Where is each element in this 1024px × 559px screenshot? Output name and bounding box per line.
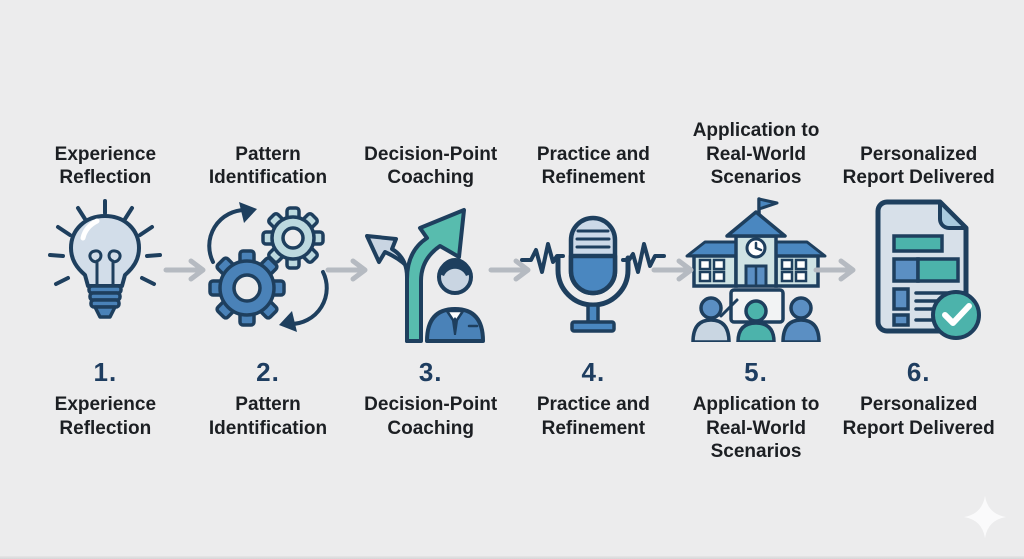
step-4: Practice and Refinement (512, 102, 675, 464)
microphone-waveform-icon (518, 192, 668, 344)
gears-icon (203, 192, 333, 344)
bottom-edge-divider (0, 556, 1024, 559)
step-title: Application to Real-World Scenarios (692, 120, 820, 189)
arrow-right-icon (813, 257, 861, 283)
step-5: Application to Real-World Scenarios (675, 102, 838, 464)
report-checkmark-icon (854, 192, 984, 344)
school-presentation-icon (681, 192, 831, 344)
fork-arrows-person-icon (363, 192, 498, 344)
step-6: Personalized Report Delivered (837, 102, 1000, 464)
step-number: 5. (744, 357, 768, 387)
step-number: 6. (906, 357, 931, 387)
step-3: Decision-Point Coaching 3. Decision-Poin… (349, 102, 512, 464)
step-label: Experience Reflection (54, 394, 157, 439)
arrow-right-icon (651, 257, 699, 283)
step-title: Experience Reflection (54, 143, 157, 189)
step-label: Decision-Point Coaching (364, 394, 498, 439)
step-label: Application to Real-World Scenarios (692, 394, 820, 463)
lightbulb-icon (45, 192, 165, 344)
step-number: 2. (256, 357, 280, 387)
sparkle-icon (962, 494, 1008, 545)
arrow-right-icon (325, 257, 373, 283)
step-title: Personalized Report Delivered (842, 143, 995, 189)
step-1: Experience Reflection (24, 102, 187, 464)
step-number: 3. (418, 357, 443, 387)
step-title: Pattern Identification (208, 143, 328, 189)
step-label: Personalized Report Delivered (842, 394, 995, 439)
step-label: Practice and Refinement (536, 394, 650, 439)
step-number: 4. (581, 357, 606, 387)
step-2: Pattern Identification (187, 102, 350, 464)
step-title: Practice and Refinement (536, 143, 650, 189)
step-number: 1. (93, 357, 118, 387)
arrow-right-icon (488, 257, 536, 283)
arrow-right-icon (163, 257, 211, 283)
step-title: Decision-Point Coaching (364, 143, 498, 189)
step-label: Pattern Identification (208, 394, 328, 439)
steps-row: Experience Reflection (24, 102, 1000, 464)
